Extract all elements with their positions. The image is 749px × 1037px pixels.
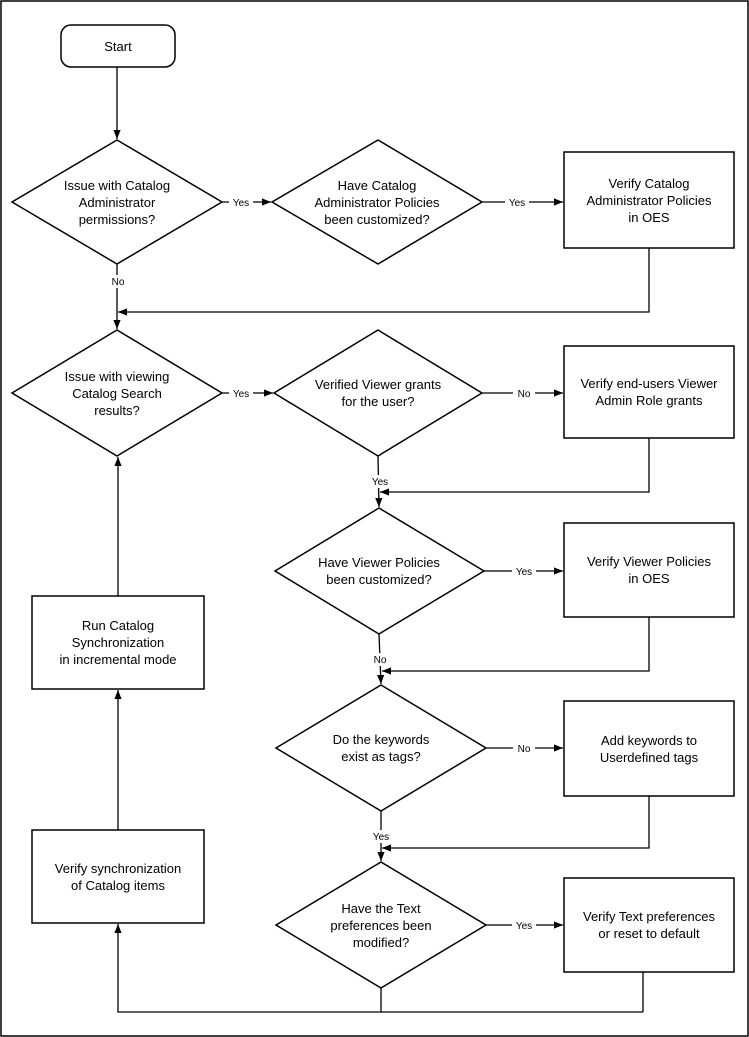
- action-verify-text-preferences: [563, 877, 735, 973]
- action-verify-admin-policies: [563, 151, 735, 249]
- edge-verify-admin-return: [118, 248, 650, 316]
- decision-admin-permissions: [10, 139, 224, 265]
- edge-label-yes: Yes: [516, 567, 532, 578]
- action-add-keywords: [563, 700, 735, 797]
- edge-label-yes: Yes: [233, 389, 249, 400]
- edge-text-prefs-no-to-verify-sync: [114, 924, 382, 1013]
- edge-label-yes: Yes: [373, 832, 389, 843]
- decision-viewer-customized: [273, 507, 486, 635]
- edge-label-yes: Yes: [516, 921, 532, 932]
- action-verify-viewer-policies: [563, 522, 735, 618]
- decision-admin-customized: [270, 139, 484, 265]
- edge-viewer-policies-return: [382, 617, 650, 675]
- edge-label-yes: Yes: [372, 477, 388, 488]
- decision-viewer-grants: [272, 329, 484, 457]
- action-verify-synchronization: [31, 829, 205, 924]
- decision-viewing-results: [10, 329, 224, 457]
- edge-label-yes: Yes: [233, 198, 249, 209]
- action-run-synchronization: [31, 595, 205, 690]
- edge-label-yes: Yes: [509, 198, 525, 209]
- decision-keywords-tags: [274, 684, 488, 812]
- edge-viewer-grants-return: [380, 438, 650, 496]
- edge-label-no: No: [518, 389, 531, 400]
- start-node: [60, 24, 176, 68]
- edge-label-no: No: [518, 744, 531, 755]
- edge-add-keywords-return: [382, 796, 650, 852]
- edge-label-no: No: [112, 277, 125, 288]
- decision-text-preferences: [274, 861, 488, 989]
- edge-label-no: No: [374, 655, 387, 666]
- action-verify-viewer-grants: [563, 345, 735, 439]
